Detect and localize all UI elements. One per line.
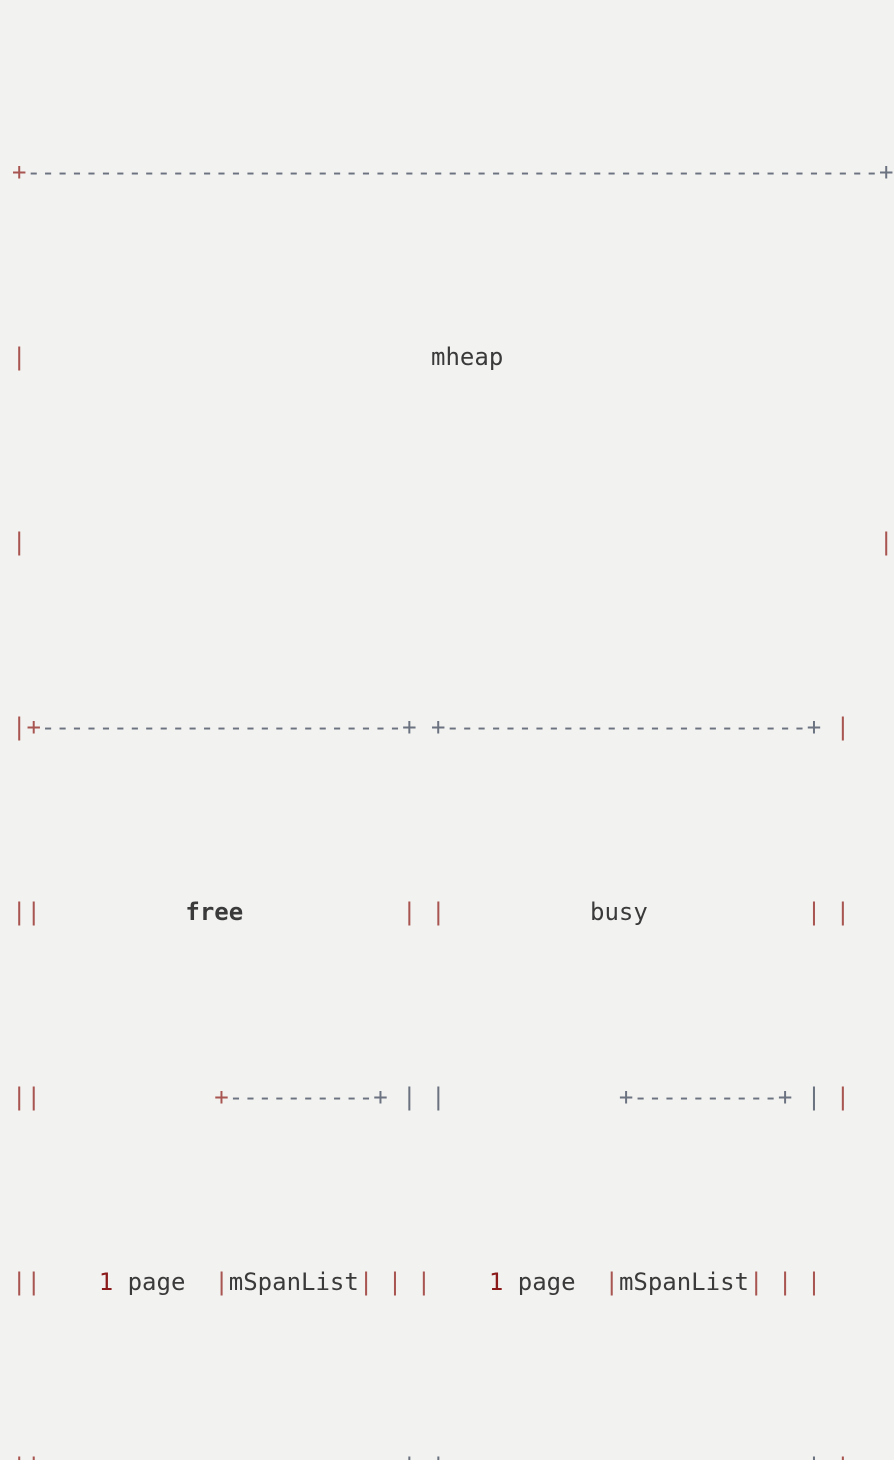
spacer-row: | | <box>12 524 894 561</box>
corner-glyph: + <box>402 713 417 741</box>
bar-glyph: | <box>835 898 851 926</box>
bar-glyph: | <box>26 1453 40 1460</box>
bar-glyph: | <box>807 1453 821 1460</box>
bar-glyph: | <box>416 1268 432 1296</box>
ascii-canvas: +---------------------------------------… <box>12 154 894 1460</box>
bar-glyph: | <box>26 1268 41 1296</box>
corner-glyph: + <box>214 1453 228 1460</box>
busy-row1-unit: page <box>517 1268 576 1296</box>
corner-glyph: + <box>618 1083 634 1111</box>
corner-glyph: + <box>12 158 27 186</box>
mheap-title-row: | mheap | <box>12 339 894 376</box>
bar-glyph: | <box>431 1453 445 1460</box>
rule-glyph: ---------- <box>633 1083 778 1111</box>
bar-glyph: | <box>12 713 27 741</box>
rule-glyph: ---------- <box>633 1453 778 1460</box>
corner-glyph: + <box>878 158 894 186</box>
bar-glyph: | <box>402 1083 417 1111</box>
bar-glyph: | <box>806 898 822 926</box>
rule-glyph: ------------------------- <box>40 713 403 741</box>
rule-glyph: ------------------------- <box>445 713 807 741</box>
free-row1-unit: page <box>127 1268 186 1296</box>
rule-glyph: ----------------------------------------… <box>26 158 879 186</box>
ascii-diagram-root: +---------------------------------------… <box>12 154 894 1460</box>
corner-glyph: + <box>373 1453 387 1460</box>
panel-heading-free: free <box>185 898 244 926</box>
bar-glyph: | <box>806 1268 822 1296</box>
bar-glyph: | <box>12 898 27 926</box>
bar-glyph: | <box>402 898 417 926</box>
panel-top-borders: |+-------------------------+ +----------… <box>12 709 894 746</box>
corner-glyph: + <box>431 713 446 741</box>
bar-glyph: | <box>26 898 41 926</box>
page-title: mheap <box>431 343 504 371</box>
corner-glyph: + <box>619 1453 633 1460</box>
bar-glyph: | <box>402 1453 416 1460</box>
bar-glyph: | <box>806 1083 822 1111</box>
bar-glyph: | <box>835 713 851 741</box>
bar-glyph: | <box>387 1268 403 1296</box>
busy-row1-size: 1 <box>488 1268 504 1296</box>
bar-glyph: | <box>214 1268 229 1296</box>
bar-glyph: | <box>835 1083 851 1111</box>
bar-glyph: | <box>12 343 27 371</box>
outer-top-border: +---------------------------------------… <box>12 154 894 191</box>
bar-glyph: | <box>777 1268 793 1296</box>
rule-glyph: ---------- <box>228 1083 374 1111</box>
bar-glyph: | <box>836 1453 850 1460</box>
bar-glyph: | <box>431 1083 446 1111</box>
bar-glyph: | <box>358 1268 374 1296</box>
free-row1-size: 1 <box>98 1268 114 1296</box>
busy-row1-box: mSpanList <box>618 1268 749 1296</box>
corner-glyph: + <box>26 713 41 741</box>
panel-headings-row: || free | | busy | | <box>12 894 894 931</box>
corner-glyph: + <box>778 1453 792 1460</box>
bar-glyph: | <box>12 1083 27 1111</box>
free-row1-box: mSpanList <box>228 1268 359 1296</box>
bar-glyph: | <box>12 1453 26 1460</box>
row1-content: || 1 page |mSpanList| | | 1 page |mSpanL… <box>12 1264 894 1301</box>
corner-glyph: + <box>373 1083 388 1111</box>
bar-glyph: | <box>604 1268 619 1296</box>
row1-box-top: || +----------+ | | +----------+ | | <box>12 1079 894 1116</box>
bar-glyph: | <box>12 1268 27 1296</box>
rule-glyph: ---------- <box>229 1453 374 1460</box>
corner-glyph: + <box>777 1083 793 1111</box>
row1-box-bottom: || +----------+ | | +----------+ | | <box>12 1449 894 1460</box>
bar-glyph: | <box>26 1083 41 1111</box>
corner-glyph: + <box>806 713 822 741</box>
bar-glyph: | <box>878 528 894 556</box>
corner-glyph: + <box>214 1083 229 1111</box>
bar-glyph: | <box>12 528 27 556</box>
bar-glyph: | <box>431 898 446 926</box>
panel-heading-busy: busy <box>590 898 648 926</box>
bar-glyph: | <box>748 1268 764 1296</box>
